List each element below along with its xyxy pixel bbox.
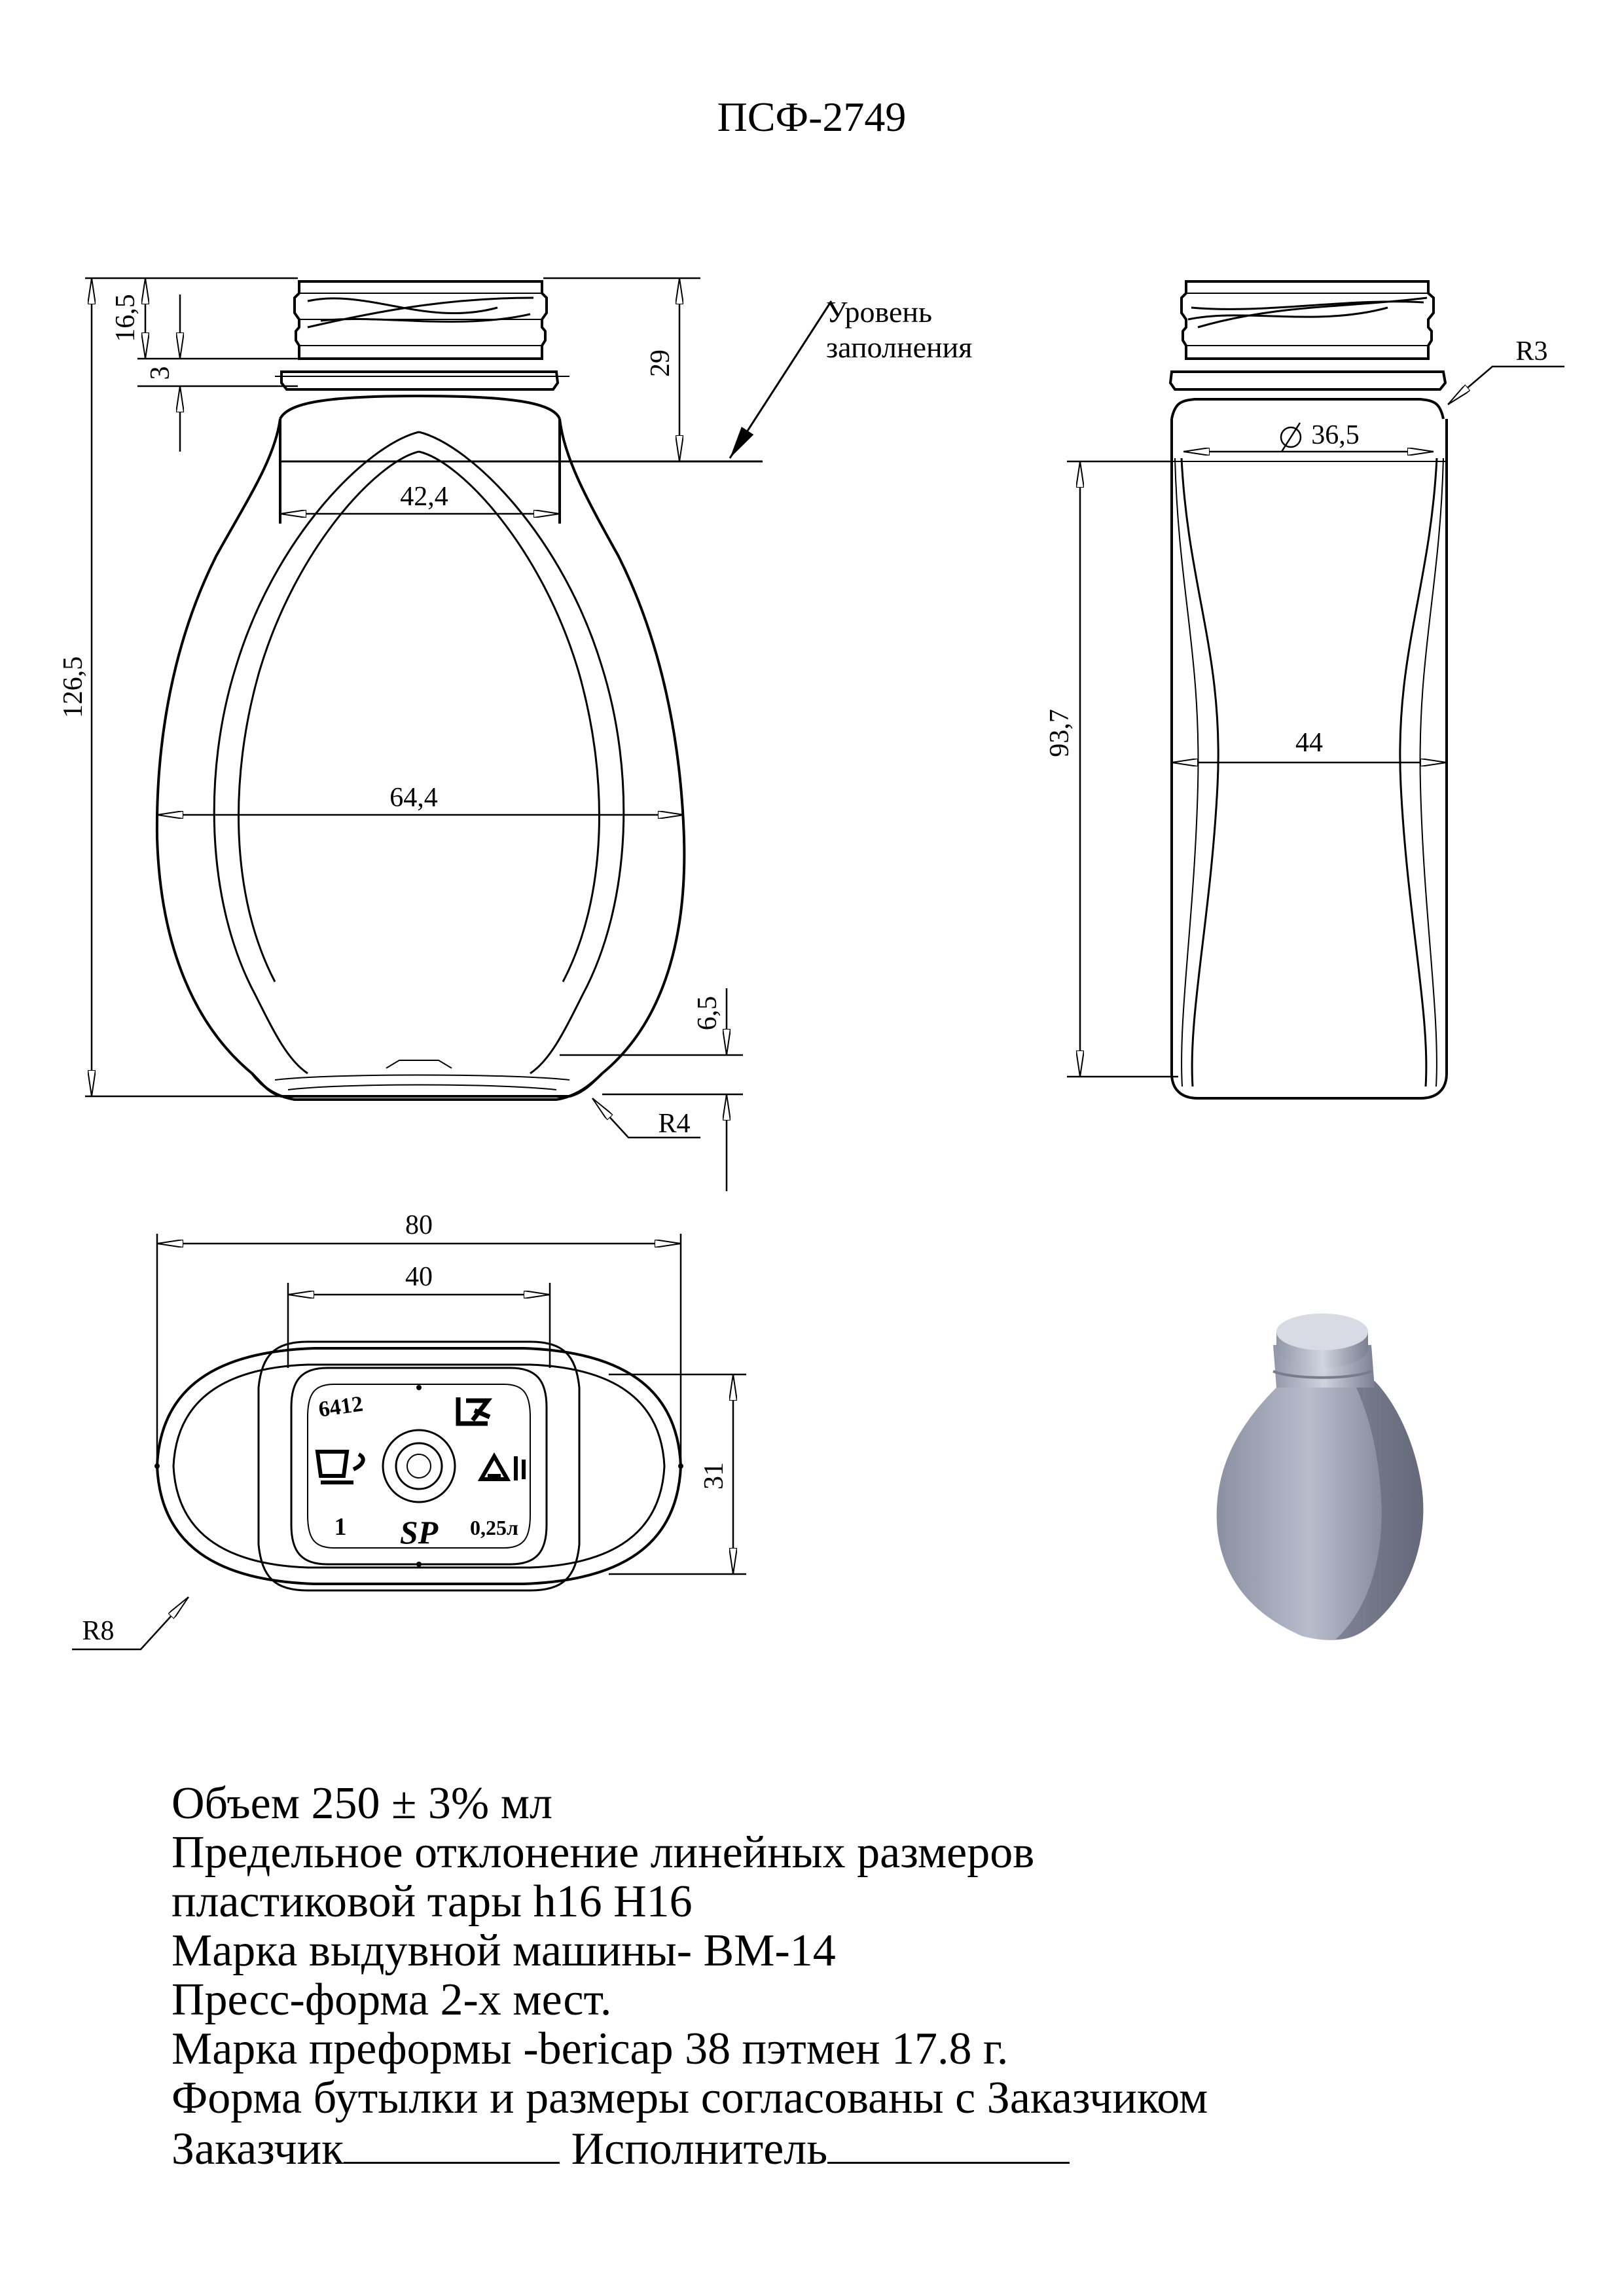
front-base bbox=[251, 1072, 604, 1101]
bottom-markings: 6412 1 0,25л SP bbox=[154, 1385, 683, 1567]
front-shoulder-band bbox=[279, 394, 561, 524]
spec-volume: Объем 250 ± 3% мл bbox=[171, 1778, 552, 1829]
bottom-label-inner bbox=[307, 1384, 531, 1549]
front-body-inner-contour-2 bbox=[238, 450, 600, 982]
recycle-icon bbox=[477, 1452, 526, 1481]
dim-base-radius: R4 bbox=[658, 1109, 690, 1139]
side-shoulder bbox=[1170, 398, 1445, 420]
mark-logo: SP bbox=[400, 1514, 439, 1551]
side-panel-contour bbox=[1180, 457, 1438, 1087]
front-neck-finish bbox=[293, 280, 548, 360]
bottom-injection-point-outer bbox=[382, 1429, 456, 1503]
dim-neck-width: 42,4 bbox=[400, 482, 448, 512]
dim-total-height: 126,5 bbox=[58, 656, 88, 719]
bottom-label-plate bbox=[290, 1367, 548, 1566]
dim-body-width: 64,4 bbox=[389, 783, 438, 813]
bottom-injection-point-inner bbox=[395, 1442, 443, 1490]
dim-label-width: 40 bbox=[405, 1262, 433, 1292]
spec-tolerance-line2: пластиковой тары h16 H16 bbox=[171, 1876, 693, 1927]
dim-thread-height: 16,5 bbox=[111, 294, 141, 342]
bottom-mid-outline bbox=[172, 1363, 666, 1569]
front-support-ring bbox=[280, 370, 560, 391]
cup-fork-icon bbox=[315, 1450, 365, 1484]
bottle-3d-render-icon bbox=[1216, 1314, 1424, 1640]
fill-level-label-line2: заполнения bbox=[826, 331, 972, 364]
spec-signatures: Заказчик Исполнитель bbox=[171, 2123, 1579, 2174]
bottom-label-outer bbox=[257, 1340, 581, 1592]
dim-corner-radius: R3 bbox=[1515, 336, 1547, 367]
dim-label-depth: 31 bbox=[699, 1462, 729, 1490]
front-view-dimensions bbox=[85, 277, 833, 1191]
customer-signature-line[interactable] bbox=[344, 2123, 560, 2164]
front-thread-lines bbox=[307, 296, 534, 329]
spec-tolerance-line1: Предельное отклонение линейных размеров bbox=[171, 1827, 1035, 1878]
customer-label: Заказчик bbox=[171, 2124, 344, 2174]
dim-body-depth: 44 bbox=[1295, 728, 1323, 758]
front-body-inner-contour bbox=[213, 431, 625, 1075]
contractor-signature-line[interactable] bbox=[827, 2123, 1070, 2164]
dim-edge-radius: R8 bbox=[82, 1616, 114, 1646]
spec-machine: Марка выдувной машины- ВМ-14 bbox=[171, 1926, 836, 1976]
front-body-outline bbox=[155, 418, 686, 1098]
contractor-label: Исполнитель bbox=[571, 2124, 828, 2174]
dim-base-height: 6,5 bbox=[693, 996, 723, 1031]
side-support-ring bbox=[1168, 370, 1447, 391]
spec-agreement: Форма бутылки и размеры согласованы с За… bbox=[171, 2073, 1208, 2123]
side-panel-contour-2 bbox=[1174, 457, 1444, 1087]
bottom-view-dimensions bbox=[72, 1234, 746, 1651]
dim-body-height: 93,7 bbox=[1045, 709, 1075, 757]
front-base-detail bbox=[274, 1060, 570, 1090]
brand-mark-icon bbox=[456, 1397, 493, 1426]
side-thread-lines bbox=[1187, 296, 1428, 329]
render-body bbox=[1216, 1381, 1424, 1640]
side-body-outline bbox=[1170, 419, 1448, 1100]
mark-volume: 0,25л bbox=[470, 1516, 518, 1539]
render-side-face bbox=[1335, 1381, 1424, 1640]
bottom-view bbox=[155, 1340, 683, 1592]
front-view bbox=[155, 280, 763, 1101]
mark-code: 6412 bbox=[317, 1392, 364, 1422]
spec-preform: Марка преформы -bericap 38 пэтмен 17.8 г… bbox=[171, 2024, 1009, 2074]
drawing-title: ПСФ-2749 bbox=[717, 94, 907, 140]
fill-level-label-line1: Уровень bbox=[826, 295, 932, 329]
spec-mold: Пресс-форма 2-х мест. bbox=[171, 1975, 612, 2025]
mark-cavity: 1 bbox=[334, 1513, 347, 1541]
spec-block: Объем 250 ± 3% мл Предельное отклонение … bbox=[171, 1778, 1579, 2174]
dim-collar-thickness: 3 bbox=[145, 367, 175, 380]
side-view bbox=[1168, 280, 1448, 1100]
dim-overall-width: 80 bbox=[405, 1210, 433, 1240]
side-neck-finish bbox=[1180, 280, 1435, 360]
side-view-dimensions bbox=[1067, 365, 1564, 1078]
dim-neck-height: 29 bbox=[645, 350, 676, 377]
dim-neck-diameter: 36,5 bbox=[1311, 420, 1360, 450]
